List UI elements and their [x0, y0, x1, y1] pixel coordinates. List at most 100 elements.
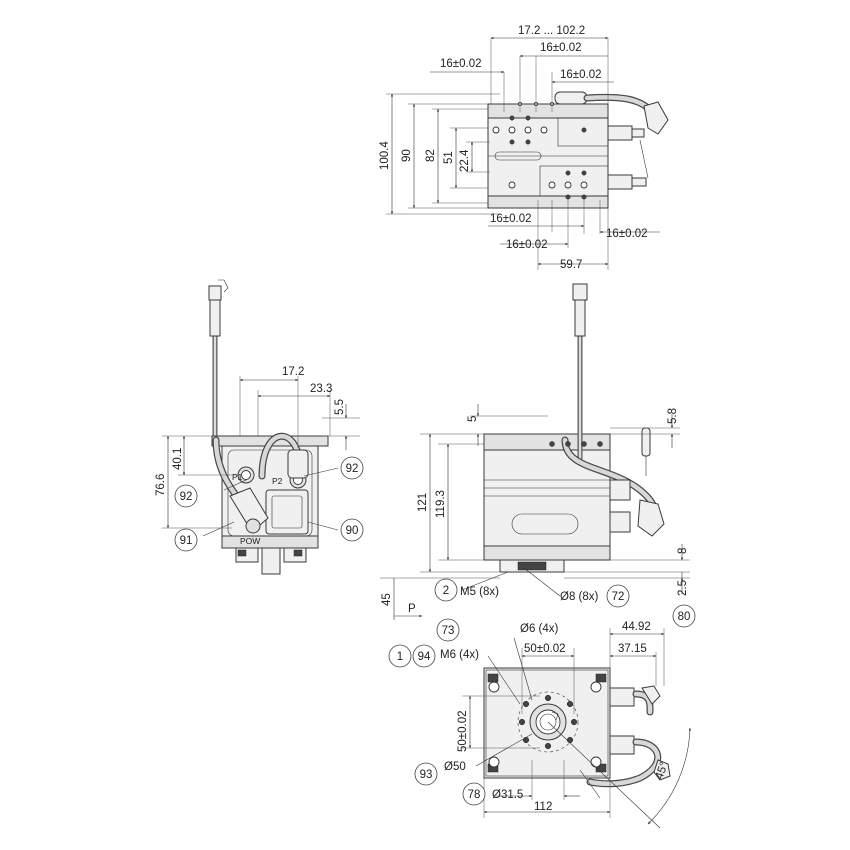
fitting-upper	[631, 128, 645, 138]
bubble-92b: 92	[174, 484, 198, 508]
top-hole	[509, 139, 515, 145]
dim-16a: 16±0.02	[540, 42, 582, 54]
dim-50b: 50±0.02	[457, 711, 469, 753]
fitting-bottom	[609, 735, 635, 755]
top-hole	[508, 126, 516, 134]
dim-37-15: 37.15	[618, 643, 647, 655]
top-view-bottom-plate	[487, 195, 609, 209]
fitting-upper	[607, 125, 633, 141]
dim-51: 51	[443, 151, 455, 164]
bubble-2-text: 2	[443, 585, 449, 597]
bubble-93: 93	[414, 762, 438, 786]
dim-76-6: 76.6	[155, 474, 167, 496]
cable-plug-side	[637, 499, 665, 537]
top-hole	[540, 126, 548, 134]
top-view	[487, 91, 669, 209]
mount-hole	[488, 756, 500, 768]
bubble-72: 72	[606, 584, 630, 608]
label-pow: POW	[240, 536, 260, 546]
dim-5-5: 5.5	[334, 399, 346, 415]
dim-16f: 16±0.02	[506, 239, 548, 251]
top-view-top-plate	[487, 103, 609, 119]
dim-d8: Ø8 (8x)	[560, 591, 599, 603]
bottom-view	[483, 667, 671, 788]
dim-40-1: 40.1	[172, 448, 184, 470]
dim-16e: 16±0.02	[606, 228, 648, 240]
bubble-94: 94	[412, 644, 436, 668]
cable-plug-right	[574, 299, 586, 337]
top-hole	[564, 181, 572, 189]
bubble-1: 1	[388, 644, 412, 668]
top-hole	[581, 127, 587, 133]
bubble-91: 91	[174, 528, 198, 552]
pow-connector	[265, 489, 309, 535]
mount-hole	[590, 681, 602, 693]
bubble-90-text: 90	[346, 525, 359, 537]
dim-m6: M6 (4x)	[440, 649, 479, 661]
fitting-lower	[607, 174, 633, 190]
bubble-73-text: 73	[442, 625, 455, 637]
left-view-center-post	[261, 547, 281, 575]
bubble-80-text: 80	[678, 611, 691, 623]
bubble-78-text: 78	[468, 789, 481, 801]
bubble-90: 90	[340, 518, 364, 542]
dim-44-92: 44.92	[622, 621, 651, 633]
right-view-top-plate	[483, 433, 611, 451]
dim-82: 82	[425, 149, 437, 162]
top-hole	[525, 139, 531, 145]
top-view-dimensions	[386, 36, 660, 270]
fitting-lower	[631, 177, 647, 187]
dim-top-range: 17.2 ... 102.2	[518, 25, 585, 37]
label-p2: P2	[272, 476, 283, 486]
cable-plug-left	[208, 285, 222, 301]
fitting-bottom	[609, 687, 635, 707]
top-view-dimension-text: 17.2 ... 102.2 16±0.02 16±0.02 16±0.02 1…	[379, 25, 648, 271]
dim-d6: Ø6 (4x)	[520, 623, 559, 635]
top-hole	[492, 126, 500, 134]
left-view: P1 P2 POW	[208, 279, 329, 575]
bubble-92b-text: 92	[180, 491, 193, 503]
dim-50a: 50±0.02	[524, 643, 566, 655]
left-view-bottom-plate	[221, 535, 319, 549]
bubble-78: 78	[462, 782, 486, 806]
dim-45: 45	[381, 593, 393, 606]
cable-plug-right	[572, 283, 588, 301]
bubble-91-text: 91	[180, 535, 193, 547]
bubble-94-text: 94	[418, 651, 431, 663]
right-view-dimensions: 5 5.8 121 119.3 8 2.5 45 P M5 (8x) Ø8 (8…	[380, 404, 690, 620]
top-hole	[565, 170, 571, 176]
dim-112: 112	[534, 801, 552, 813]
right-view-body	[483, 433, 611, 547]
top-hole	[508, 181, 516, 189]
bubble-72-text: 72	[612, 591, 625, 603]
left-view-dimensions: 17.2 23.3 5.5 76.6 40.1	[155, 366, 360, 537]
connector-housing	[554, 91, 588, 105]
dim-59-7: 59.7	[560, 259, 582, 271]
top-hole	[581, 170, 587, 176]
dim-121: 121	[417, 493, 429, 512]
dim-100-4: 100.4	[379, 141, 391, 170]
dim-d50: Ø50	[444, 761, 466, 773]
port-p2-connector	[287, 449, 309, 479]
dim-5-8: 5.8	[667, 408, 679, 424]
bubble-2: 2	[434, 578, 458, 602]
bottom-view-dimensions: Ø6 (4x) M6 (4x) 50±0.02 50±0.02 44.92 37…	[440, 621, 692, 829]
right-view	[483, 283, 665, 573]
cable-plug	[643, 101, 669, 135]
top-hole	[509, 115, 515, 121]
fitting-side	[609, 479, 631, 501]
bubble-92a: 92	[340, 456, 364, 480]
dim-16d: 16±0.02	[490, 213, 532, 225]
label-p1: P1	[232, 472, 243, 482]
top-hole	[565, 194, 571, 200]
dim-22-4: 22.4	[459, 149, 471, 172]
mount-hole	[488, 681, 500, 693]
bubble-92a-text: 92	[346, 463, 359, 475]
top-hole	[581, 194, 587, 200]
bubble-1-text: 1	[397, 651, 403, 663]
top-hole	[525, 115, 531, 121]
dim-8: 8	[677, 548, 689, 554]
top-hole	[580, 181, 588, 189]
dim-m5: M5 (8x)	[460, 586, 499, 598]
